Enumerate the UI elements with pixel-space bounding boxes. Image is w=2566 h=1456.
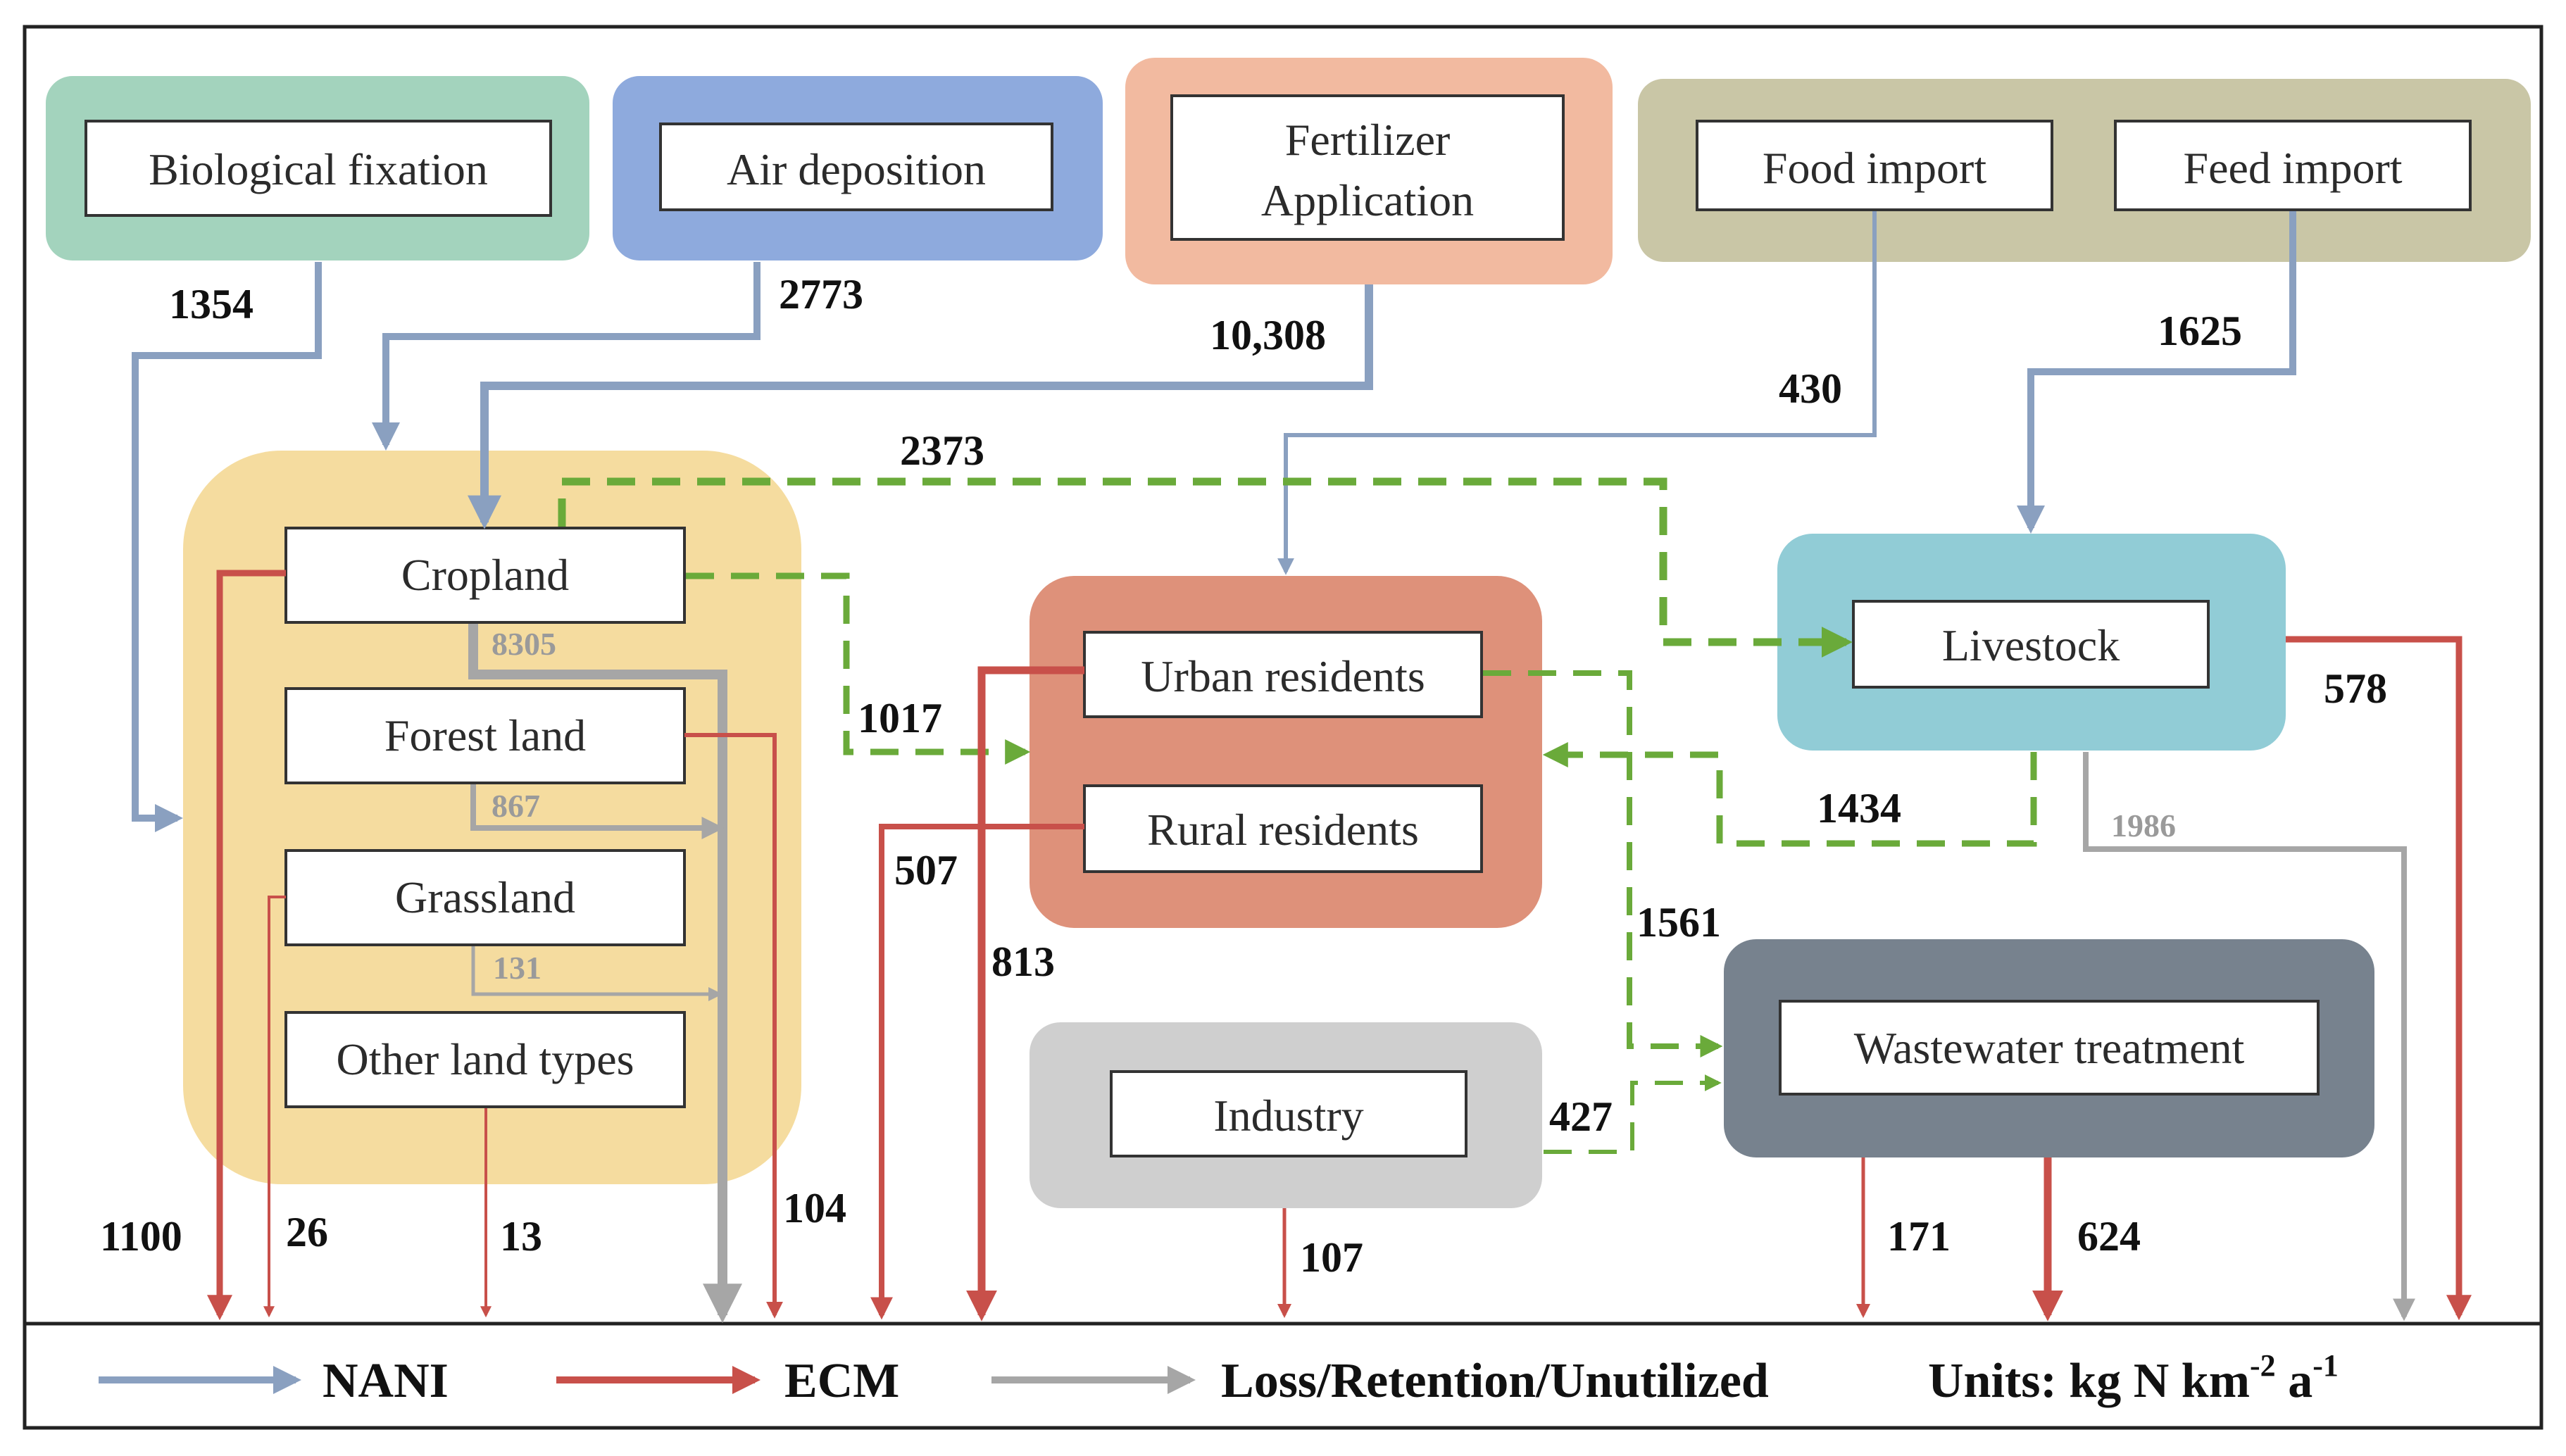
grassland-ecm-value: 26: [286, 1209, 328, 1255]
residents-to-wastewater-value: 1561: [1636, 899, 1721, 946]
industry-to-wastewater-arrow: [1544, 1074, 1722, 1154]
food-import-value: 430: [1779, 365, 1842, 412]
grassland-ecm-arrow: [263, 896, 286, 1318]
legend-units: Units: kg N km-2 a-1: [1928, 1348, 2339, 1408]
legend: NANI ECM Loss/Retention/Unutilized Units…: [99, 1348, 2339, 1408]
bio-fixation-arrow: [132, 262, 322, 832]
forest-land-label: Forest land: [384, 710, 586, 760]
residents-to-wastewater-arrow: [1483, 670, 1723, 1058]
food-import-arrow: [1277, 211, 1877, 575]
wastewater-node: Wastewater treatment: [1724, 939, 2374, 1157]
livestock-label: Livestock: [1942, 620, 2120, 670]
internal-flows: [558, 477, 2037, 1154]
air-deposition-arrow: [372, 262, 761, 451]
land-use-node: Cropland Forest land Grassland Other lan…: [183, 451, 801, 1184]
other-land-ecm-value: 13: [500, 1213, 542, 1260]
industry-node: Industry: [1029, 1022, 1542, 1208]
livestock-loss-arrow: [2083, 752, 2415, 1322]
legend-nani-label: NANI: [323, 1354, 449, 1408]
rural-ecm-value: 507: [894, 847, 958, 893]
cropland-to-residents-value: 1017: [858, 695, 942, 741]
livestock-node: Livestock: [1777, 534, 2286, 751]
livestock-ecm-value: 578: [2324, 665, 2387, 712]
livestock-ecm-arrow: [2286, 636, 2472, 1321]
air-deposition-value: 2773: [779, 271, 863, 318]
industry-ecm-value: 107: [1300, 1234, 1363, 1281]
industry-label: Industry: [1213, 1091, 1363, 1141]
forest-ecm-value: 104: [783, 1185, 846, 1231]
grassland-loss-value: 131: [493, 950, 542, 986]
cropland-to-livestock-value: 2373: [900, 427, 984, 474]
outer-frame: [23, 25, 2543, 1430]
biological-fixation-label: Biological fixation: [149, 144, 488, 194]
bio-fixation-value: 1354: [169, 281, 254, 327]
air-deposition-node: Air deposition: [613, 76, 1103, 261]
feed-import-value: 1625: [2158, 308, 2242, 354]
cropland-ecm-value: 1100: [100, 1213, 182, 1260]
cropland-to-livestock-arrow: [558, 477, 1853, 658]
fertilizer-arrow: [468, 284, 1373, 529]
grassland-label: Grassland: [395, 872, 575, 922]
cropland-loss-arrow: [468, 624, 742, 1324]
feed-import-label: Feed import: [2183, 143, 2402, 193]
cropland-to-residents-arrow: [686, 572, 1031, 765]
food-import-label: Food import: [1763, 143, 1986, 193]
residents-node: Urban residents Rural residents: [1029, 576, 1542, 928]
cropland-ecm-arrow: [207, 570, 286, 1321]
fertilizer-label-line2: Application: [1261, 175, 1474, 225]
rural-residents-label: Rural residents: [1147, 805, 1419, 855]
fertilizer-value: 10,308: [1210, 312, 1326, 358]
urban-ecm-value: 813: [991, 939, 1055, 985]
industry-to-wastewater-value: 427: [1549, 1093, 1613, 1140]
wastewater-label: Wastewater treatment: [1854, 1023, 2245, 1073]
flow-values: 1354 2773 10,308 430 1625 2373 1017 1434…: [100, 271, 2387, 1281]
forest-ecm-arrow: [684, 733, 783, 1319]
biological-fixation-node: Biological fixation: [46, 76, 589, 261]
nani-flows: [132, 211, 2296, 832]
other-land-label: Other land types: [337, 1034, 634, 1084]
rural-ecm-arrow: [870, 824, 1084, 1320]
cropland-label: Cropland: [401, 550, 569, 600]
livestock-to-residents-arrow: [1542, 742, 2037, 847]
imports-node: Food import Feed import: [1638, 79, 2531, 262]
legend-ecm-label: ECM: [784, 1354, 899, 1408]
cropland-loss-value: 8305: [492, 626, 556, 662]
grassland-loss-arrow: [471, 946, 722, 1001]
feed-import-arrow: [2017, 211, 2296, 534]
livestock-loss-value: 1986: [2111, 808, 2176, 843]
loss-flows: [468, 624, 2415, 1324]
livestock-to-residents-value: 1434: [1817, 785, 1901, 831]
wastewater-ecm-value-2: 624: [2077, 1213, 2141, 1260]
wastewater-ecm-value-1: 171: [1887, 1213, 1951, 1260]
forest-loss-arrow: [470, 784, 725, 839]
ecm-flows: [207, 570, 2472, 1322]
legend-loss-label: Loss/Retention/Unutilized: [1221, 1354, 1769, 1408]
urban-ecm-arrow: [966, 666, 1084, 1322]
air-deposition-label: Air deposition: [727, 144, 986, 194]
forest-loss-value: 867: [492, 788, 540, 824]
fertilizer-node: Fertilizer Application: [1125, 58, 1613, 284]
fertilizer-label-line1: Fertilizer: [1285, 115, 1451, 165]
urban-residents-label: Urban residents: [1141, 651, 1425, 701]
